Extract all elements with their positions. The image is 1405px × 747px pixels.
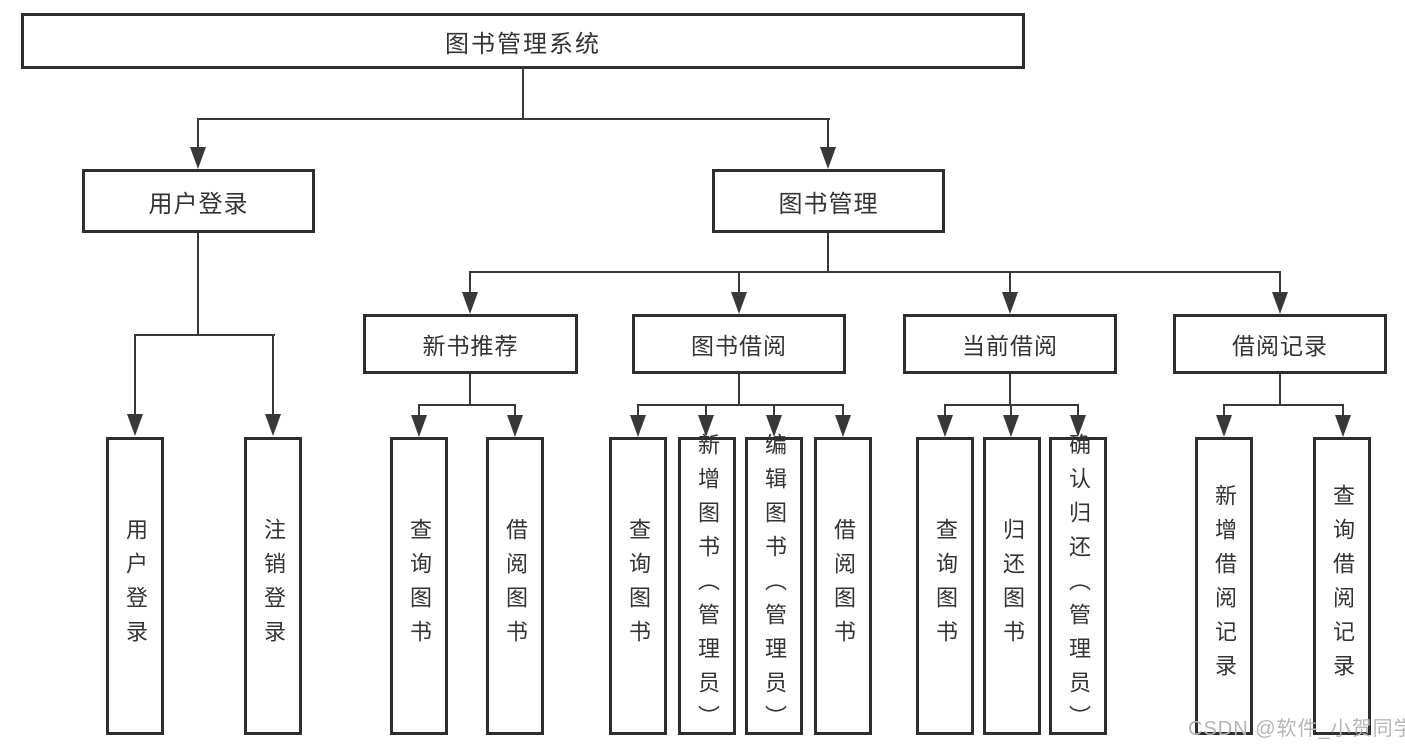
connector-drop-leaf-logout [272, 334, 274, 416]
arrow-to-bb-add-books [698, 415, 714, 437]
connector-drop-nb-borrow [514, 404, 516, 417]
connector-drop-current-borrow [1009, 271, 1011, 294]
arrow-to-current-borrowing [1002, 292, 1018, 314]
arrow-to-leaf-user-login [127, 414, 143, 436]
arrow-to-bb-borrow-books [835, 415, 851, 437]
node-user-login: 用户登录 [82, 169, 315, 233]
connector-book-mgmt-stem [827, 233, 829, 273]
leaf-bb-borrow-books: 借阅图书 [814, 437, 872, 735]
node-library-system: 图书管理系统 [21, 13, 1025, 69]
leaf-bb-query-books: 查询图书 [609, 437, 667, 735]
node-book-borrowing-label: 图书借阅 [691, 333, 787, 359]
leaf-cb-query-books-label: 查询图书 [933, 518, 958, 654]
node-current-borrowing-label: 当前借阅 [962, 333, 1058, 359]
leaf-bb-borrow-books-label: 借阅图书 [831, 518, 856, 654]
node-current-borrowing: 当前借阅 [903, 314, 1117, 374]
connector-current-borrow-rail [945, 404, 1079, 406]
leaf-br-query-record-label: 查询借阅记录 [1330, 484, 1355, 688]
leaf-nb-query-books-label: 查询图书 [407, 518, 432, 654]
leaf-cb-confirm-return-admin: 确认归还（管理员） [1049, 433, 1107, 739]
leaf-bb-edit-books-admin: 编辑图书（管理员） [745, 433, 803, 739]
node-book-borrowing: 图书借阅 [632, 314, 846, 374]
connector-root-rail [197, 118, 830, 120]
leaf-nb-query-books: 查询图书 [390, 437, 448, 735]
node-library-system-label: 图书管理系统 [445, 30, 601, 58]
node-borrowing-records: 借阅记录 [1173, 314, 1387, 374]
connector-drop-br-add [1223, 404, 1225, 417]
arrow-to-book-management [820, 147, 836, 169]
arrow-to-book-borrowing [731, 292, 747, 314]
leaf-bb-query-books-label: 查询图书 [626, 518, 651, 654]
node-new-book-recommend-label: 新书推荐 [422, 333, 519, 359]
connector-drop-new-book [469, 271, 471, 294]
leaf-bb-add-books-admin-label: 新增图书（管理员） [695, 433, 720, 739]
arrow-to-br-add-record [1216, 415, 1232, 437]
leaf-logout: 注销登录 [244, 437, 302, 735]
arrow-to-cb-query-books [937, 415, 953, 437]
leaf-cb-confirm-return-admin-label: 确认归还（管理员） [1066, 433, 1091, 739]
leaf-user-login-label: 用户登录 [123, 518, 148, 654]
leaf-bb-edit-books-admin-label: 编辑图书（管理员） [762, 433, 787, 739]
connector-drop-borrow-record [1279, 271, 1281, 294]
connector-root-drop-left [197, 118, 199, 150]
arrow-to-user-login [190, 147, 206, 169]
connector-borrow-record-rail [1224, 404, 1344, 406]
connector-drop-leaf-user-login [134, 334, 136, 416]
arrow-to-cb-confirm-return [1070, 415, 1086, 437]
connector-root-drop-right [827, 118, 829, 150]
node-book-management: 图书管理 [712, 169, 945, 233]
arrow-to-bb-query-books [630, 415, 646, 437]
leaf-br-add-record-label: 新增借阅记录 [1212, 484, 1237, 688]
leaf-nb-borrow-books: 借阅图书 [486, 437, 544, 735]
leaf-br-query-record: 查询借阅记录 [1313, 437, 1371, 735]
connector-user-login-rail [134, 334, 275, 336]
connector-book-mgmt-rail [470, 271, 1281, 273]
connector-drop-cb-return [1010, 404, 1012, 417]
leaf-cb-return-books-label: 归还图书 [1000, 518, 1025, 654]
connector-drop-bb-borrow [842, 404, 844, 417]
leaf-cb-query-books: 查询图书 [916, 437, 974, 735]
node-borrowing-records-label: 借阅记录 [1232, 333, 1328, 359]
arrow-to-cb-return-books [1003, 415, 1019, 437]
arrow-to-nb-query-books [411, 415, 427, 437]
leaf-cb-return-books: 归还图书 [983, 437, 1041, 735]
node-new-book-recommend: 新书推荐 [363, 314, 578, 374]
connector-drop-bb-add [705, 404, 707, 417]
node-user-login-label: 用户登录 [148, 190, 249, 218]
connector-new-book-rail [419, 404, 516, 406]
connector-root-stem [522, 67, 524, 120]
leaf-bb-add-books-admin: 新增图书（管理员） [678, 433, 736, 739]
leaf-nb-borrow-books-label: 借阅图书 [503, 518, 528, 654]
connector-drop-cb-confirm [1077, 404, 1079, 417]
connector-drop-bb-edit [773, 404, 775, 417]
arrow-to-borrowing-records [1272, 292, 1288, 314]
connector-user-login-stem [197, 233, 199, 336]
connector-new-book-stem [469, 374, 471, 406]
connector-book-borrow-rail [638, 404, 844, 406]
connector-drop-cb-query [944, 404, 946, 417]
arrow-to-new-book-recommend [462, 292, 478, 314]
leaf-br-add-record: 新增借阅记录 [1195, 437, 1253, 735]
connector-drop-nb-query [418, 404, 420, 417]
leaf-user-login: 用户登录 [106, 437, 164, 735]
arrow-to-nb-borrow-books [507, 415, 523, 437]
connector-drop-book-borrow [738, 271, 740, 294]
leaf-logout-label: 注销登录 [261, 518, 286, 654]
node-book-management-label: 图书管理 [778, 190, 879, 218]
connector-borrow-record-stem [1279, 374, 1281, 406]
arrow-to-bb-edit-books [766, 415, 782, 437]
connector-current-borrow-stem [1009, 374, 1011, 406]
connector-drop-br-query [1342, 404, 1344, 417]
connector-book-borrow-stem [738, 374, 740, 406]
arrow-to-br-query-record [1335, 415, 1351, 437]
connector-drop-bb-query [637, 404, 639, 417]
csdn-watermark: CSDN @软件_小贺同学 [1188, 718, 1405, 740]
arrow-to-leaf-logout [265, 414, 281, 436]
